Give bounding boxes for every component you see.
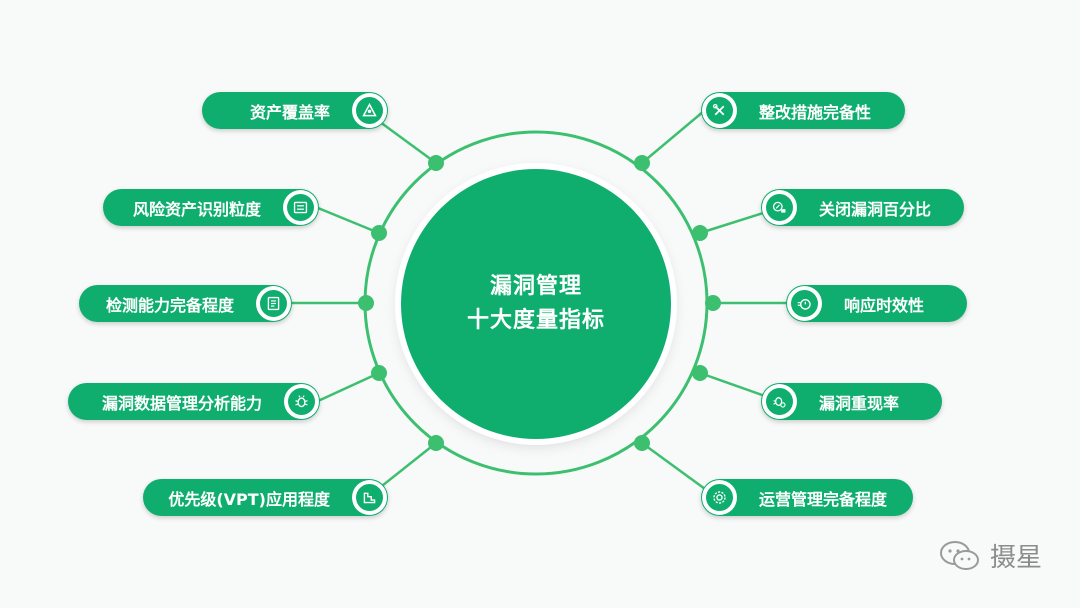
- timer-icon: [787, 286, 822, 321]
- connector-line: [317, 206, 380, 235]
- metric-pill-closed-percentage: 关闭漏洞百分比: [761, 189, 964, 226]
- center-title-line1: 漏洞管理: [489, 274, 582, 299]
- document-icon: [256, 286, 291, 321]
- metric-label: 漏洞数据管理分析能力: [101, 393, 262, 413]
- junction-dot: [634, 155, 650, 171]
- metric-label: 优先级(VPT)应用程度: [168, 489, 330, 509]
- bug-search-icon: [762, 384, 797, 419]
- metric-label: 风险资产识别粒度: [132, 199, 261, 219]
- metric-pill-recurrence-rate: 漏洞重现率: [761, 383, 942, 420]
- junction-dot: [428, 435, 444, 451]
- junction-dot: [634, 435, 650, 451]
- junction-dot: [371, 365, 387, 381]
- metric-pill-operations: 运营管理完备程度: [701, 479, 913, 516]
- metric-label: 运营管理完备程度: [759, 489, 888, 509]
- junction-dot: [371, 225, 387, 241]
- metric-label: 漏洞重现率: [819, 393, 900, 413]
- metric-label: 关闭漏洞百分比: [819, 199, 932, 219]
- metric-pill-response-time: 响应时效性: [786, 285, 967, 322]
- triangle-icon: [352, 93, 387, 128]
- watermark-text: 摄星: [990, 543, 1043, 573]
- gear-icon: [702, 480, 737, 515]
- stairs-icon: [352, 480, 387, 515]
- connector-line: [317, 371, 380, 403]
- metric-pill-detection-capability: 检测能力完备程度: [79, 285, 292, 322]
- center-circle: 漏洞管理 十大度量指标: [401, 169, 671, 439]
- junction-dot: [692, 365, 708, 381]
- list-icon: [283, 190, 318, 225]
- metric-pill-vpt-priority: 优先级(VPT)应用程度: [143, 479, 388, 516]
- junction-dot: [692, 225, 708, 241]
- metric-label: 资产覆盖率: [249, 102, 330, 122]
- metric-pill-risk-asset: 风险资产识别粒度: [103, 189, 319, 226]
- watermark: 摄星: [938, 537, 1042, 574]
- chat-bubble-icon: [940, 540, 979, 570]
- junction-dot: [358, 295, 374, 311]
- metric-label: 响应时效性: [844, 295, 925, 315]
- junction-dot: [705, 295, 721, 311]
- metric-label: 检测能力完备程度: [105, 295, 234, 315]
- junction-dot: [428, 155, 444, 171]
- metric-pill-asset-coverage: 资产覆盖率: [202, 92, 388, 129]
- metric-label: 整改措施完备性: [759, 102, 872, 122]
- tools-icon: [702, 93, 737, 128]
- percent-lock-icon: [762, 190, 797, 225]
- metric-pill-data-analysis: 漏洞数据管理分析能力: [68, 383, 320, 420]
- connector-line: [641, 110, 705, 164]
- center-title-line2: 十大度量指标: [466, 308, 605, 333]
- bug-icon: [284, 384, 319, 419]
- metric-pill-remediation: 整改措施完备性: [701, 92, 905, 129]
